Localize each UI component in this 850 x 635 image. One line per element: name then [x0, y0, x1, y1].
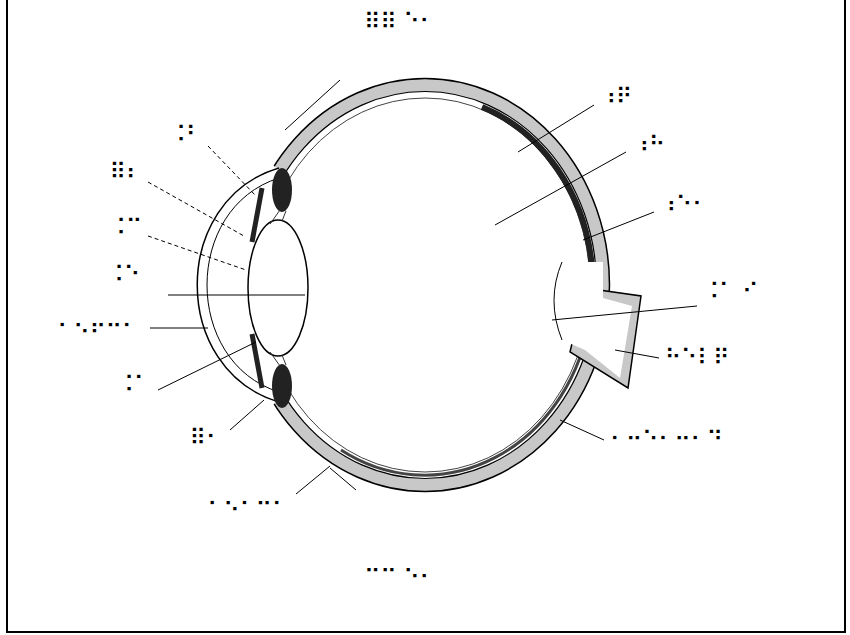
- sclera-outer-edge: [241, 79, 610, 492]
- part-label: ⠨⠃: [170, 123, 202, 147]
- retina-line: [260, 98, 590, 472]
- optic-nerve: [554, 262, 632, 378]
- part-label: ⠿⠂: [190, 426, 222, 450]
- part-label: ⠂⠒⠑⠂⠒⠂⠙: [610, 428, 723, 452]
- leader-line: [560, 420, 604, 440]
- sclera: [241, 79, 610, 492]
- part-label: ⠨⠉: [110, 216, 142, 240]
- part-label: ⠂⠢⠂⠒⠂: [207, 493, 288, 517]
- leader-line: [518, 105, 594, 152]
- leader-line: [158, 342, 256, 390]
- optic-disc: [554, 262, 562, 340]
- leader-line: [583, 212, 654, 240]
- frame: [7, 0, 845, 632]
- leader-line: [552, 306, 697, 320]
- ligament-fiber: [282, 211, 286, 221]
- iris: [252, 334, 262, 388]
- iris: [252, 188, 262, 242]
- ciliary-body: [272, 168, 292, 212]
- leader-line: [495, 152, 626, 225]
- lens: [248, 220, 308, 356]
- part-label: ⠰⠟: [600, 85, 632, 109]
- part-label: ⠓⠑⠇⠟: [665, 346, 729, 370]
- choroid: [482, 107, 592, 268]
- leader-line: [148, 236, 246, 270]
- leader-line: [285, 80, 340, 130]
- part-label: ⠂⠢⠖⠒⠂: [57, 315, 138, 339]
- part-label: ⠨⠁: [118, 373, 150, 397]
- leader-line: [296, 466, 330, 494]
- ligament-fiber: [270, 210, 280, 224]
- part-label: ⠿⠆: [110, 160, 142, 184]
- ligament-fiber: [282, 355, 286, 365]
- leader-line: [148, 182, 244, 236]
- diagram-caption: ⠒⠒ ⠢⠄: [364, 560, 435, 584]
- part-label: ⠨⠁ ⠊: [703, 280, 758, 304]
- vitreous-body: [247, 85, 603, 485]
- diagram-title: ⠿⠿ ⠑⠂: [364, 10, 435, 34]
- leader-line: [330, 468, 356, 490]
- suspensory-ligament: [270, 210, 286, 366]
- leader-line: [230, 400, 264, 430]
- leader-line: [150, 328, 208, 329]
- part-label: ⠰⠑⠂: [660, 193, 708, 217]
- ciliary-body: [272, 364, 292, 408]
- ligament-fiber: [270, 352, 280, 366]
- leader-line: [208, 146, 256, 196]
- part-label: ⠨⠑: [108, 263, 140, 287]
- sclera-band: [247, 85, 603, 485]
- choroid: [341, 318, 590, 475]
- part-label: ⠰⠓: [633, 133, 665, 157]
- leader-line: [615, 350, 659, 358]
- leader-line: [168, 295, 305, 296]
